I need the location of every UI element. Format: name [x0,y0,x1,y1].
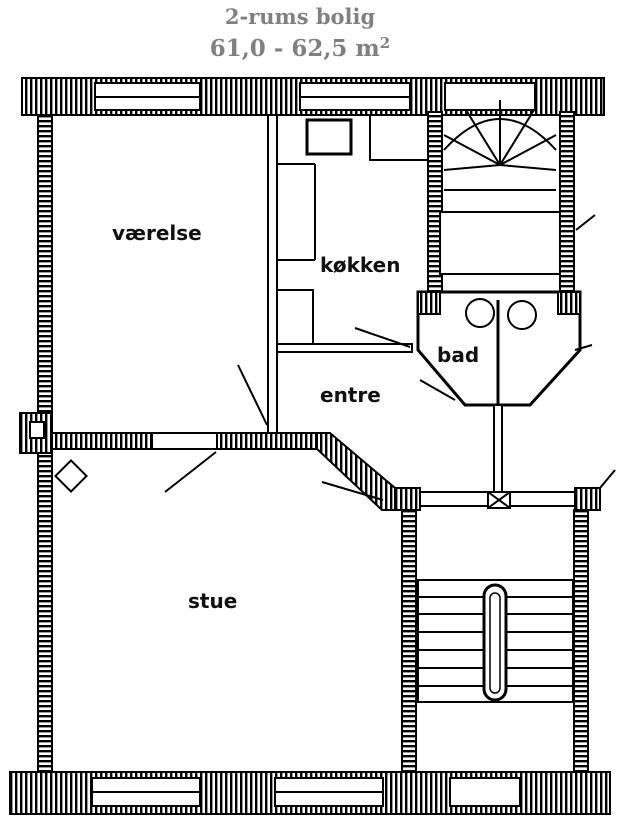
chimney-opening [29,421,45,439]
stue-stove [54,459,88,493]
diagonal-wall [316,432,396,511]
door-swing-entre [321,481,384,501]
lower-stairs [417,579,574,703]
room-divider-wall-left [51,432,153,450]
kitchen-window-sill [369,115,430,161]
stairwell-right-wall [573,509,589,773]
stove [305,118,353,156]
room-divider-wall-right [216,432,318,450]
door-opening-vaerelse [151,432,218,450]
fridge [276,289,314,346]
bathroom-outline [416,290,593,407]
door-swing-kokken [354,327,411,348]
room-label-stue: stue [188,589,237,613]
stairwell-top-wall [394,469,616,511]
door-swing-vaerelse [237,364,268,426]
bottom-exterior-wall [9,771,611,815]
plan-area-unit-exponent: 2 [379,34,391,52]
stairwell-left-wall [401,509,417,773]
plan-area: 61,0 - 62,5 m2 [0,34,614,62]
left-upper-wall [37,114,53,416]
room-label-vaerelse: værelse [112,221,202,245]
top-exterior-wall [21,77,605,116]
room-label-bad: bad [437,343,479,367]
upper-stairwell [427,100,596,293]
left-lower-wall [37,451,53,773]
toilet [507,300,537,330]
room-label-entre: entre [320,383,381,407]
kokken-entre-wall [276,343,413,353]
vaerelse-kokken-wall [267,114,278,434]
room-label-kokken: køkken [320,253,400,277]
plan-title: 2-rums bolig [224,4,376,29]
entre-partition [493,404,503,494]
door-swing-stue [164,451,217,493]
plan-area-value: 61,0 - 62,5 m [209,35,380,62]
door-swing-bad [419,379,456,401]
washbasin [465,298,495,328]
